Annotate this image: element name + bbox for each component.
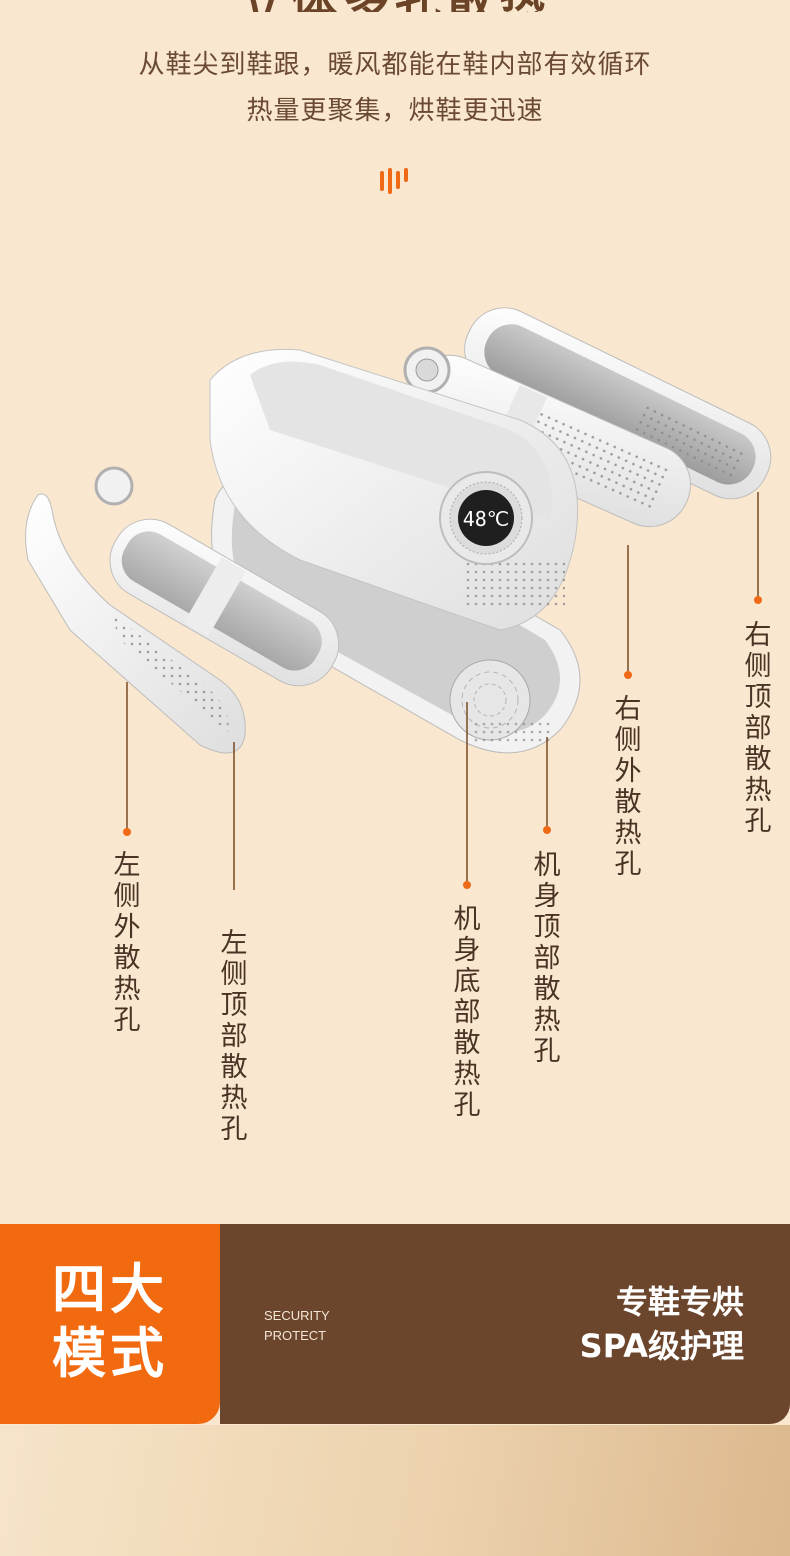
right-outer-shell xyxy=(464,307,772,500)
temperature-display xyxy=(439,471,533,565)
mode-title-line-2: 模式 xyxy=(52,1322,168,1385)
label-body-bottom-vents: 机身底部散热孔 xyxy=(453,904,481,1121)
security-protect-text: SECURITY PROTECT xyxy=(264,1306,330,1346)
mode-title-line-1: 四大 xyxy=(52,1258,168,1321)
mode-banner-title: 四大 模式 xyxy=(0,1258,220,1386)
leader-dots xyxy=(123,596,762,889)
display-reading: 48℃ xyxy=(463,507,510,531)
spa-line-1: 专鞋专烘 xyxy=(615,1283,744,1321)
label-right-top-vents: 右侧顶部散热孔 xyxy=(744,620,772,837)
shoe-dryer-exploded-illustration: 48℃ xyxy=(25,307,772,890)
left-outer-shell xyxy=(25,493,246,754)
label-body-top-vents: 机身顶部散热孔 xyxy=(533,850,561,1067)
security-line-1: SECURITY xyxy=(264,1308,330,1323)
section-title-clip: 立体多孔散热 xyxy=(0,0,790,12)
mode-banner-badge xyxy=(0,1224,220,1424)
bottom-gradient-area xyxy=(0,1425,790,1556)
spa-line-2: SPA级护理 xyxy=(579,1327,744,1365)
label-left-top-vents: 左侧顶部散热孔 xyxy=(220,928,248,1145)
divider-decoration-icon xyxy=(380,168,410,194)
subtitle-line-2: 热量更聚集，烘鞋更迅速 xyxy=(246,96,544,126)
section-title: 立体多孔散热 xyxy=(0,0,790,12)
mode-banner-background xyxy=(220,1224,790,1424)
label-right-outer-vents: 右侧外散热孔 xyxy=(614,694,642,880)
subtitle-line-1: 从鞋尖到鞋跟，暖风都能在鞋内部有效循环 xyxy=(138,50,652,80)
security-line-2: PROTECT xyxy=(264,1328,327,1343)
left-inner-arm xyxy=(109,518,340,687)
label-left-outer-vents: 左侧外散热孔 xyxy=(113,850,141,1036)
leader-lines xyxy=(126,492,759,890)
spa-care-text: 专鞋专烘 SPA级护理 xyxy=(580,1280,744,1368)
